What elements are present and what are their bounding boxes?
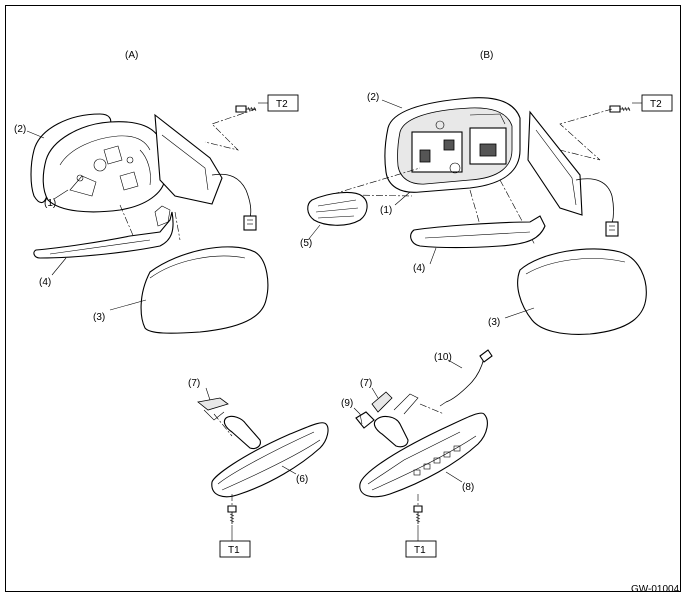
callout-b-5: (5) xyxy=(300,238,312,249)
inner-mirror-6 xyxy=(197,397,329,524)
torque-tag-t2-left: T2 xyxy=(258,94,299,112)
callout-b-3: (3) xyxy=(488,317,500,328)
reference-code: GW-01004 xyxy=(631,584,680,595)
torque-tag-t2-right: T2 xyxy=(632,94,673,112)
callout-b-1: (1) xyxy=(380,205,392,216)
callout-inner-right-8: (8) xyxy=(462,482,474,493)
callout-a-4: (4) xyxy=(39,277,51,288)
callout-inner-right-7: (7) xyxy=(360,378,372,389)
callout-inner-right-9: (9) xyxy=(341,398,353,409)
torque-tag-t1-left: T1 xyxy=(219,525,251,558)
view-b-label: (B) xyxy=(480,50,493,61)
callout-a-2: (2) xyxy=(14,124,26,135)
callout-inner-left-7: (7) xyxy=(188,378,200,389)
svg-text:T2: T2 xyxy=(650,99,662,110)
svg-text:T1: T1 xyxy=(414,545,426,556)
inner-mirror-8 xyxy=(355,349,493,524)
outer-mirror-a xyxy=(30,105,269,334)
callout-inner-right-10: (10) xyxy=(434,352,452,363)
callout-b-4: (4) xyxy=(413,263,425,274)
svg-text:T1: T1 xyxy=(228,545,240,556)
callout-a-1: (1) xyxy=(44,198,56,209)
callout-inner-left-6: (6) xyxy=(296,474,308,485)
torque-tag-t1-right: T1 xyxy=(405,525,437,558)
diagram-frame xyxy=(5,5,681,592)
callout-a-3: (3) xyxy=(93,312,105,323)
callout-b-2: (2) xyxy=(367,92,379,103)
svg-text:T2: T2 xyxy=(276,99,288,110)
view-a-label: (A) xyxy=(125,50,138,61)
outer-mirror-b xyxy=(307,97,647,335)
